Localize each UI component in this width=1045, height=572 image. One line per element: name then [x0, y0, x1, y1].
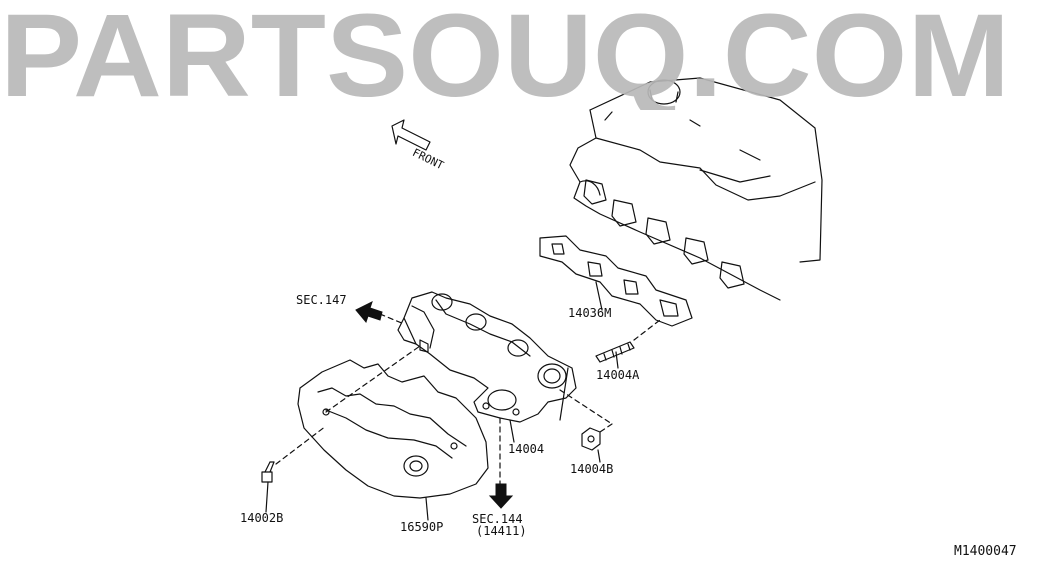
callout-14004b[interactable]: 14004B: [570, 462, 614, 476]
stud-14004a: [595, 341, 635, 363]
bolt-14002b: [261, 461, 275, 483]
callout-sec147[interactable]: SEC.147: [296, 293, 347, 307]
front-arrow-icon: [391, 119, 431, 151]
heat-insulator-cover: [297, 359, 489, 499]
callout-14036m[interactable]: 14036M: [568, 306, 612, 320]
cylinder-head: [569, 77, 823, 301]
callout-14002b[interactable]: 14002B: [240, 511, 284, 525]
diagram-code: M1400047: [954, 544, 1017, 559]
manifold-gasket: [539, 235, 693, 327]
callout-sec144-subref[interactable]: (14411): [476, 524, 527, 538]
connection-lines: [275, 313, 661, 489]
sec147-arrow-icon: [355, 301, 383, 324]
leader-lines: [265, 351, 619, 521]
nut-14004b: [581, 427, 601, 451]
callout-sec144[interactable]: SEC.144: [472, 512, 523, 526]
callout-14004a[interactable]: 14004A: [596, 368, 640, 382]
callout-14004[interactable]: 14004: [508, 442, 545, 456]
exhaust-manifold: [397, 291, 577, 423]
callout-16590p[interactable]: 16590P: [400, 520, 444, 534]
sec144-arrow-icon: [488, 483, 514, 509]
